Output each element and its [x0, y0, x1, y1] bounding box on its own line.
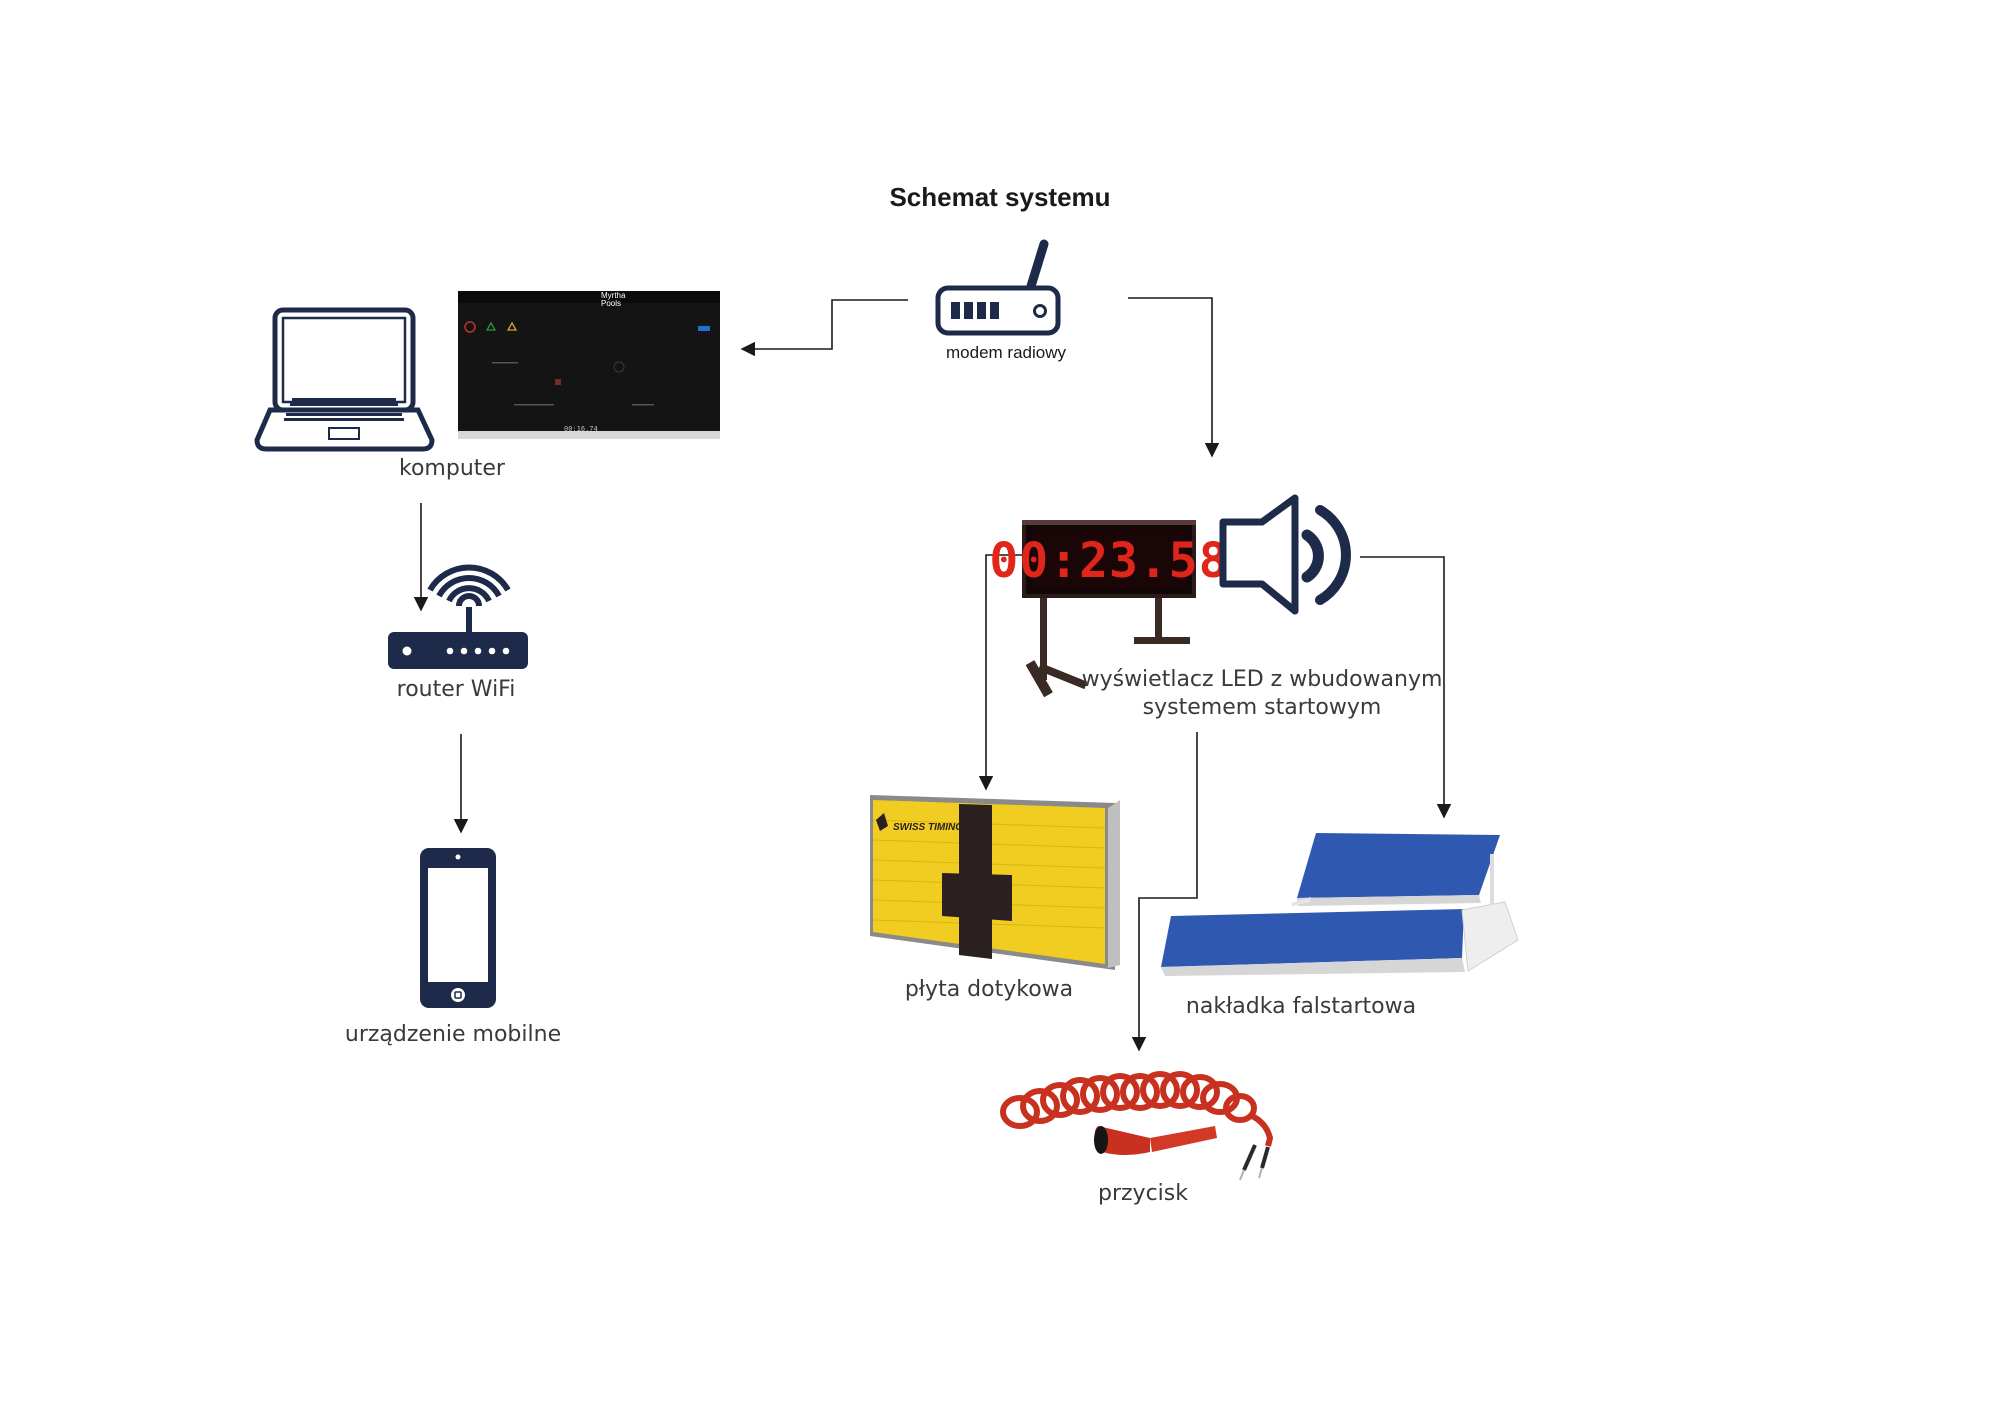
- software-screenshot: [458, 291, 720, 439]
- laptop-icon: [254, 307, 435, 452]
- touch-pad-icon: [870, 795, 1120, 970]
- screenshot-timer: 00:16.74: [564, 425, 598, 433]
- diagram-title: Schemat systemu: [889, 182, 1111, 212]
- falsestart-label: nakładka falstartowa: [1185, 994, 1417, 1019]
- smartphone-icon: [420, 848, 496, 1008]
- screenshot-app-title: Myrtha Pools: [601, 291, 626, 308]
- modem-label: modem radiowy: [946, 343, 1066, 362]
- led-digits: 00:23.58: [989, 533, 1228, 589]
- led-label: wyświetlacz LED z wbudowanym systemem st…: [1081, 667, 1443, 720]
- radio-modem-icon: [935, 239, 1061, 336]
- router-label: router WiFi: [396, 677, 516, 702]
- connector-speaker-falsestart: [1360, 556, 1452, 819]
- connector-led-touchpad: [978, 554, 1024, 791]
- mobile-label: urządzenie mobilne: [344, 1022, 562, 1047]
- button-label: przycisk: [1098, 1181, 1188, 1206]
- wifi-router-icon: [388, 564, 528, 669]
- push-button-icon: [1000, 1071, 1274, 1181]
- led-display-icon: [1022, 520, 1196, 698]
- connector-led-button: [1131, 732, 1198, 1052]
- computer-label: komputer: [399, 456, 505, 481]
- speaker-icon: [1219, 494, 1351, 615]
- touchpad-brand: SWISS TIMING: [893, 822, 963, 833]
- false-start-mat-icon: [1161, 833, 1519, 976]
- touchpad-label: płyta dotykowa: [904, 977, 1074, 1002]
- connector-modem-computer: [740, 299, 908, 357]
- connector-modem-led: [1128, 297, 1220, 458]
